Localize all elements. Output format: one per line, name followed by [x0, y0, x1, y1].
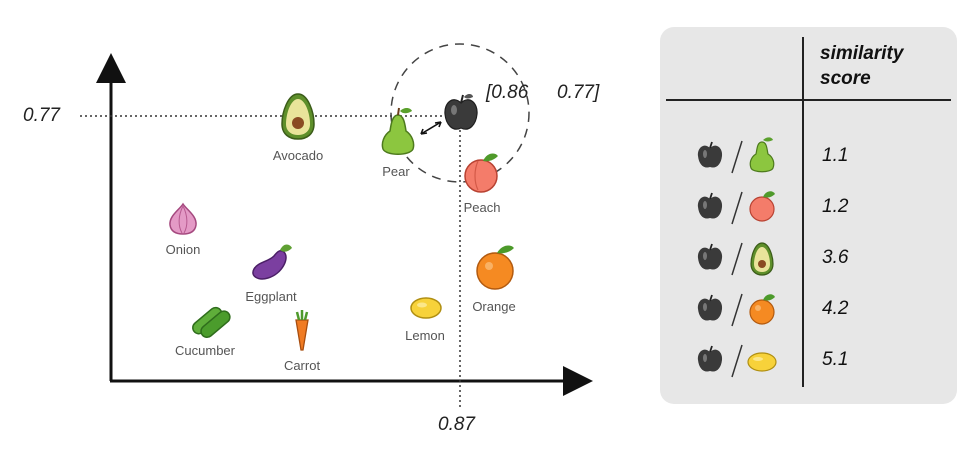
- table-header-line-1: similarity: [820, 43, 904, 64]
- y-axis-mark: 0.77: [23, 105, 60, 126]
- embedding-plot: Avocado Pear Peach Onion Eggplant Orange…: [23, 43, 600, 435]
- plot-canvas: [80, 43, 593, 410]
- item-label-onion: Onion: [165, 242, 201, 257]
- pair-apple-pear: [697, 137, 775, 174]
- table-header: similarity score: [820, 41, 903, 91]
- table-row: 5.1: [660, 337, 957, 383]
- score-value: 1.1: [822, 145, 849, 166]
- lemon-icon: [747, 352, 777, 372]
- item-label-cucumber: Cucumber: [175, 343, 235, 358]
- pair-apple-avocado: [697, 242, 774, 276]
- similarity-table-panel: similarity score 1.1: [660, 27, 957, 404]
- onion-icon: [169, 202, 197, 235]
- table-row: 3.6: [660, 235, 957, 281]
- table-header-divider: [666, 99, 951, 101]
- distance-arrow: [420, 121, 442, 135]
- score-value: 3.6: [822, 247, 849, 268]
- table-column-divider: [802, 37, 804, 387]
- eggplant-icon: [252, 244, 292, 280]
- item-label-lemon: Lemon: [405, 328, 445, 343]
- pair-apple-orange: [697, 293, 775, 327]
- apple-icon: [697, 141, 723, 168]
- item-label-pear: Pear: [382, 164, 410, 179]
- item-label-peach: Peach: [463, 200, 501, 215]
- orange-icon: [476, 245, 514, 290]
- score-value: 4.2: [822, 298, 849, 319]
- table-header-line-2: score: [820, 68, 871, 89]
- cucumber-icon: [192, 306, 231, 339]
- peach-icon: [749, 191, 775, 222]
- table-row: 1.1: [660, 133, 957, 179]
- item-label-eggplant: Eggplant: [245, 289, 297, 304]
- table-row: 4.2: [660, 286, 957, 332]
- peach-icon: [464, 153, 498, 193]
- pear-icon: [381, 107, 415, 155]
- pair-apple-peach: [697, 191, 775, 225]
- orange-icon: [749, 294, 775, 325]
- query-x-coord: [0.86: [486, 82, 529, 103]
- apple-icon: [697, 192, 723, 219]
- item-label-orange: Orange: [472, 299, 516, 314]
- apple-icon: [697, 294, 723, 321]
- table-row: 1.2: [660, 184, 957, 230]
- score-value: 1.2: [822, 196, 849, 217]
- item-label-avocado: Avocado: [272, 148, 324, 163]
- pair-apple-lemon: [697, 344, 777, 378]
- apple-icon: [697, 345, 723, 372]
- query-apple-icon: [444, 93, 478, 130]
- lemon-icon: [410, 297, 442, 319]
- item-label-carrot: Carrot: [283, 358, 321, 373]
- carrot-icon: [295, 310, 309, 351]
- score-value: 5.1: [822, 349, 849, 370]
- query-y-coord: 0.77]: [557, 82, 600, 103]
- avocado-icon: [750, 242, 774, 276]
- avocado-icon: [281, 93, 315, 140]
- pear-icon: [749, 137, 775, 173]
- neighborhood-circle: [390, 43, 530, 183]
- x-axis-mark: 0.87: [438, 414, 475, 435]
- apple-icon: [697, 243, 723, 270]
